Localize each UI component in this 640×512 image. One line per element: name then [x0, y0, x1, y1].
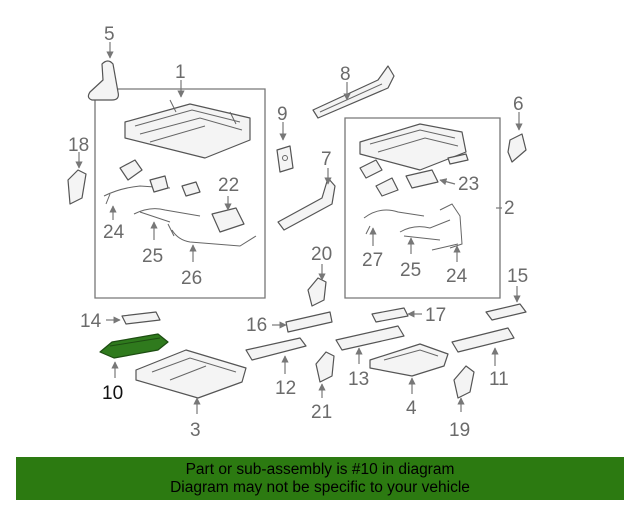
callout-24-right: 24 [446, 266, 468, 287]
callout-17: 17 [425, 305, 446, 326]
part-12-track-cover[interactable] [245, 337, 307, 374]
callout-21: 21 [311, 402, 332, 423]
callout-3: 3 [190, 420, 201, 441]
part-18-cover[interactable] [67, 152, 87, 205]
callout-27: 27 [362, 250, 383, 271]
banner-line-1: Part or sub-assembly is #10 in diagram [185, 460, 455, 478]
banner-line-2: Diagram may not be specific to your vehi… [170, 478, 470, 496]
part-26-cable[interactable] [167, 223, 257, 262]
part-9-bracket[interactable] [276, 122, 294, 173]
part-4-tray[interactable] [369, 343, 449, 394]
part-23-motor[interactable] [439, 178, 456, 186]
callout-1: 1 [175, 62, 186, 83]
part-6-cover[interactable] [507, 112, 527, 163]
callout-19: 19 [449, 420, 470, 441]
part-1-seat-frame[interactable] [124, 80, 251, 159]
callout-25-right: 25 [400, 260, 421, 281]
part-8-track-cover[interactable] [312, 65, 395, 119]
assembly-box-2 [344, 117, 501, 299]
callout-25-left: 25 [142, 246, 163, 267]
callout-8: 8 [340, 64, 351, 85]
part-19-cover[interactable] [453, 365, 475, 412]
part-22-motor[interactable] [211, 196, 245, 233]
callout-5: 5 [104, 24, 115, 45]
part-14-track-cover[interactable] [106, 311, 161, 325]
part-17-track-cover[interactable] [371, 307, 422, 323]
part-24-cable-right[interactable] [431, 203, 463, 262]
part-2-seat-frame[interactable] [359, 123, 502, 209]
part-7-track-cover[interactable] [277, 168, 336, 231]
callout-23: 23 [458, 174, 479, 195]
callout-24-left: 24 [103, 222, 125, 243]
callout-2: 2 [504, 198, 515, 219]
part-24-cable-left[interactable] [103, 159, 171, 220]
callout-15: 15 [507, 266, 528, 287]
part-20-cover[interactable] [307, 264, 327, 307]
callout-20: 20 [311, 244, 332, 265]
parts-diagram: 5 1 9 8 6 18 24 [67, 24, 528, 441]
part-3-tray[interactable] [135, 349, 247, 414]
part-5-headrest-guide[interactable] [87, 42, 119, 101]
callout-11: 11 [489, 369, 509, 390]
callout-12: 12 [275, 378, 296, 399]
callout-14: 14 [80, 311, 102, 332]
part-25-cable-right[interactable] [399, 219, 451, 254]
callout-7: 7 [321, 149, 332, 170]
callout-22: 22 [218, 175, 239, 196]
callout-10: 10 [102, 383, 123, 404]
part-10-highlighted[interactable] [99, 333, 169, 378]
part-11-track-cover[interactable] [451, 327, 515, 366]
info-banner: Part or sub-assembly is #10 in diagram D… [16, 457, 624, 500]
part-16-track-cover[interactable] [272, 311, 333, 333]
part-27-cable[interactable] [363, 209, 425, 246]
part-15-track-cover[interactable] [485, 286, 527, 321]
callout-6: 6 [513, 94, 524, 115]
callout-13: 13 [348, 369, 369, 390]
part-13-track-cover[interactable] [335, 325, 405, 364]
part-25-cable-left[interactable] [133, 175, 201, 240]
callout-9: 9 [277, 104, 288, 125]
callout-4: 4 [406, 398, 417, 419]
callout-18: 18 [68, 135, 89, 156]
callout-16: 16 [246, 315, 267, 336]
part-21-cover[interactable] [315, 351, 335, 398]
callout-26: 26 [181, 268, 202, 289]
assembly-box-1 [94, 88, 266, 299]
